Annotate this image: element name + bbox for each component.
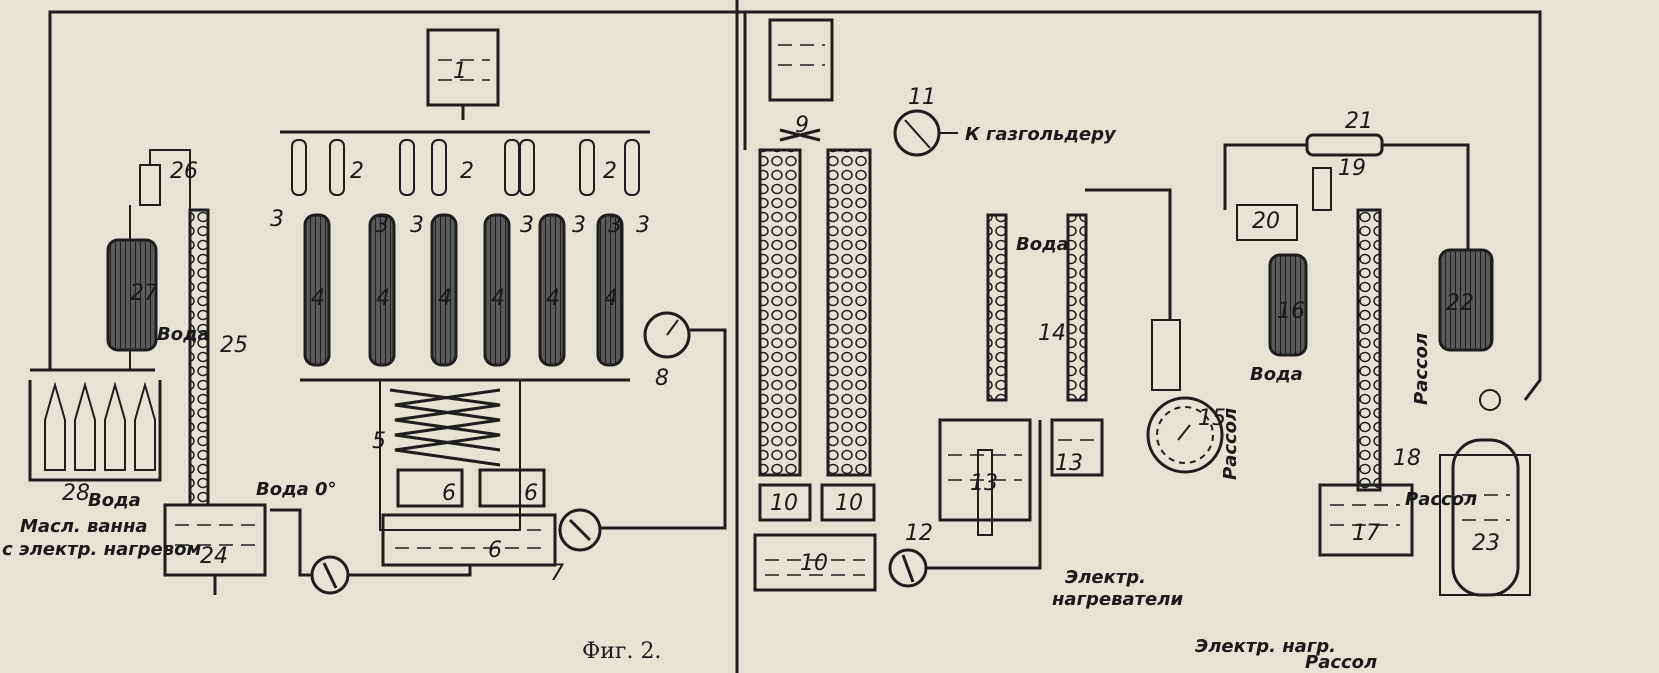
gauge-8 [643, 311, 691, 359]
receiver-23 [1439, 438, 1531, 597]
part-3: 3 [520, 213, 534, 238]
part-6: 6 [488, 538, 502, 563]
part-1: 1 [453, 59, 467, 84]
label-water: Вода [157, 324, 210, 345]
pump-7 [558, 508, 602, 552]
part-2: 2 [460, 159, 474, 184]
part-9: 9 [795, 113, 809, 138]
part-3: 3 [375, 213, 389, 238]
condenser-22 [1438, 248, 1501, 411]
condenser-21 [1223, 133, 1470, 250]
reservoir-top-right [768, 18, 834, 102]
part-4: 4 [376, 286, 390, 311]
part-4: 4 [491, 286, 505, 311]
manometer-15 [1146, 319, 1224, 474]
label-brine: Рассол [1305, 652, 1377, 673]
label-brine: Рассол [1411, 333, 1432, 405]
part-4: 4 [604, 286, 618, 311]
label-gasholder: К газгольдеру [965, 124, 1117, 145]
label-electric-heaters: нагреватели [1052, 589, 1183, 610]
column-25 [188, 208, 210, 507]
label-brine: Рассол [1220, 408, 1241, 480]
reaction-tubes-4 [300, 213, 630, 382]
part-14: 14 [1038, 321, 1066, 346]
annotations: К газгольдеру Вода Вода Вода 0° Масл. ва… [2, 124, 1477, 673]
flask-20 [1236, 204, 1298, 241]
label-electric-heaters: Электр. [1065, 567, 1146, 588]
condenser-27 [106, 205, 158, 370]
label-water: Вода [1016, 234, 1069, 255]
part-numbers: 1 2 2 2 3 3 3 3 3 3 3 4 4 4 4 4 4 5 6 6 … [62, 59, 1500, 586]
receivers-28 [28, 368, 162, 482]
part-4: 4 [311, 286, 325, 311]
part-10: 10 [800, 551, 828, 576]
boilers-13 [938, 418, 1104, 536]
part-2: 2 [603, 159, 617, 184]
part-24: 24 [200, 544, 228, 569]
label-water: Вода [88, 490, 141, 511]
part-20: 20 [1252, 209, 1280, 234]
pipe-7-8 [600, 328, 727, 530]
part-28: 28 [62, 481, 90, 506]
gauge-11 [893, 109, 958, 157]
part-11: 11 [908, 85, 936, 110]
part-7: 7 [550, 561, 564, 586]
condenser-16 [1268, 253, 1308, 357]
part-22: 22 [1446, 291, 1474, 316]
pipe-12-13 [926, 420, 1042, 570]
condenser-19 [1312, 167, 1332, 211]
part-13: 13 [1055, 451, 1083, 476]
part-10: 10 [770, 491, 798, 516]
burettes-2 [291, 139, 640, 196]
part-16: 16 [1277, 299, 1305, 324]
part-17: 17 [1352, 521, 1380, 546]
part-21: 21 [1345, 109, 1373, 134]
part-26: 26 [170, 159, 198, 184]
towers-10 [753, 148, 877, 592]
part-3: 3 [410, 213, 424, 238]
columns-14 [986, 213, 1088, 402]
valve-9 [779, 128, 821, 142]
part-25: 25 [220, 333, 248, 358]
part-3: 3 [608, 213, 622, 238]
part-19: 19 [1338, 156, 1366, 181]
condenser-26 [139, 149, 191, 210]
figure-caption: Фиг. 2. [582, 639, 661, 664]
part-5: 5 [372, 429, 386, 454]
part-6: 6 [442, 481, 456, 506]
label-water: Вода [1250, 364, 1303, 385]
column-18 [1356, 208, 1382, 492]
part-10: 10 [835, 491, 863, 516]
pump-left-bottom [310, 555, 350, 595]
label-brine: Рассол [1405, 489, 1477, 510]
label-water-0: Вода 0° [256, 479, 337, 500]
main-pipeline [48, 0, 1542, 673]
still-17 [1318, 483, 1414, 557]
reservoir-1 [426, 28, 500, 120]
pipe-pump-24 [270, 508, 472, 577]
part-3: 3 [636, 213, 650, 238]
part-4: 4 [438, 286, 452, 311]
part-6: 6 [524, 481, 538, 506]
oil-bath-24 [163, 503, 267, 595]
part-15: 15 [1198, 406, 1226, 431]
part-3: 3 [572, 213, 586, 238]
part-23: 23 [1472, 531, 1500, 556]
pump-12 [888, 548, 928, 588]
part-4: 4 [546, 286, 560, 311]
part-13: 13 [970, 471, 998, 496]
part-12: 12 [905, 521, 933, 546]
pipe-14-15 [1085, 188, 1172, 320]
part-2: 2 [350, 159, 364, 184]
label-oil-bath: Масл. ванна [20, 516, 148, 537]
part-3: 3 [270, 207, 284, 232]
label-oil-bath-heating: с электр. нагревом [2, 539, 201, 560]
part-8: 8 [655, 366, 669, 391]
part-27: 27 [130, 281, 158, 306]
part-18: 18 [1393, 446, 1421, 471]
label-electric-heating: Электр. нагр. [1195, 636, 1336, 657]
